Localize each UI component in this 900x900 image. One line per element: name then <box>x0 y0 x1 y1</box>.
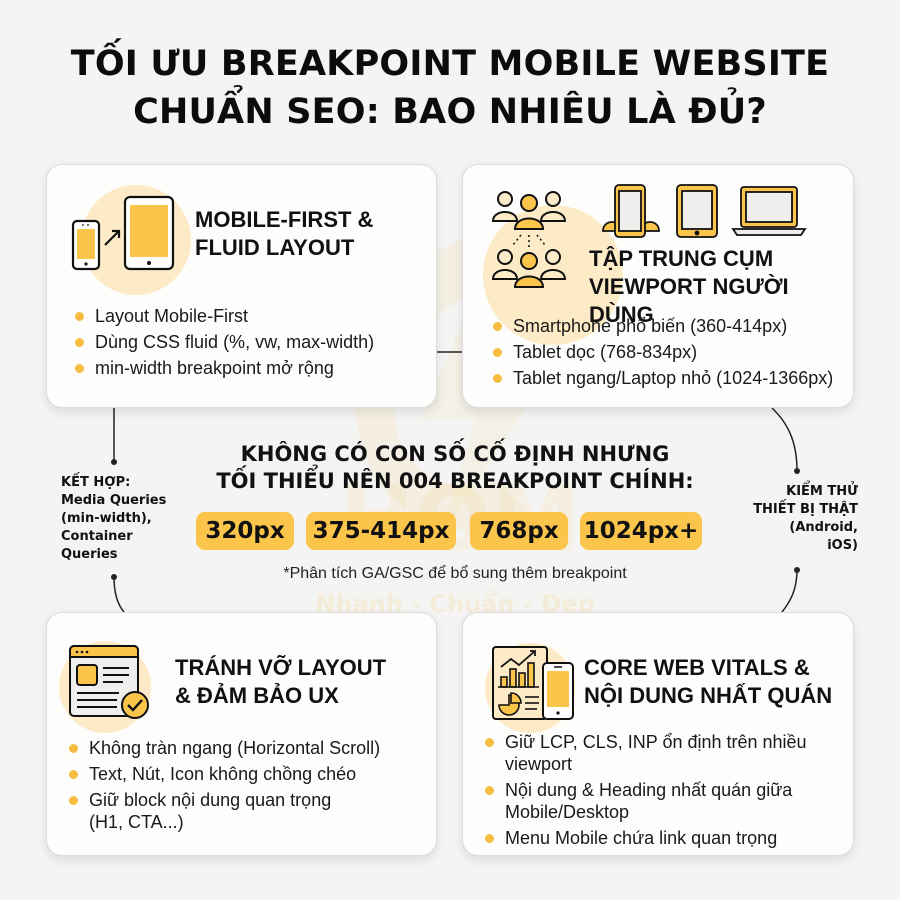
side-label-right: KIỂM THỬ THIẾT BỊ THẬT (Android, iOS) <box>753 484 858 553</box>
list-item: min-width breakpoint mở rộng <box>71 357 374 379</box>
devices-icon <box>602 184 807 238</box>
user-groups-icon <box>491 191 567 288</box>
title-line-2: CHUẨN SEO: BAO NHIÊU LÀ ĐỦ? <box>133 92 767 132</box>
bullet-list: Không tràn ngang (Horizontal Scroll) Tex… <box>65 737 430 837</box>
list-item: Menu Mobile chứa link quan trọng <box>481 827 821 849</box>
list-item: Nội dung & Heading nhất quán giữa Mobile… <box>481 779 821 823</box>
card-mobile-first: MOBILE-FIRST & FLUID LAYOUT Layout Mobil… <box>46 164 437 408</box>
list-item: Giữ LCP, CLS, INP ổn định trên nhiều vie… <box>481 731 821 775</box>
list-item: Tablet ngang/Laptop nhỏ (1024-1366px) <box>489 367 833 389</box>
list-item: Layout Mobile-First <box>71 305 374 327</box>
breakpoint-pill: 320px <box>196 512 294 550</box>
breakpoint-pill: 1024px+ <box>580 512 702 550</box>
card-title: MOBILE-FIRST & FLUID LAYOUT <box>195 207 374 260</box>
list-item: Text, Nút, Icon không chồng chéo <box>65 763 430 785</box>
page-title: TỐI ƯU BREAKPOINT MOBILE WEBSITE CHUẨN S… <box>0 40 900 136</box>
analytics-phone-icon <box>492 646 574 720</box>
list-item: Dùng CSS fluid (%, vw, max-width) <box>71 331 374 353</box>
breakpoint-pill: 375-414px <box>306 512 456 550</box>
bullet-list: Layout Mobile-First Dùng CSS fluid (%, v… <box>71 305 374 383</box>
title-line-1: TỐI ƯU BREAKPOINT MOBILE WEBSITE <box>70 44 830 84</box>
browser-window-check-icon <box>69 645 149 719</box>
card-avoid-broken-layout: TRÁNH VỠ LAYOUT & ĐẢM BẢO UX Không tràn … <box>46 612 437 856</box>
side-label-left: KẾT HỢP: Media Queries (min-width), Cont… <box>61 475 167 562</box>
card-title: CORE WEB VITALS & NỘI DUNG NHẤT QUÁN <box>584 655 833 708</box>
card-title: TẬP TRUNG CỤM VIEWPORT NGƯỜI DÙNG <box>589 246 789 327</box>
bullet-list: Smartphone phổ biến (360-414px) Tablet d… <box>489 315 833 393</box>
list-item: Giữ block nội dung quan trọng (H1, CTA..… <box>65 789 365 833</box>
center-headline: KHÔNG CÓ CON SỐ CỐ ĐỊNH NHƯNG TỐI THIỂU … <box>216 442 694 493</box>
card-core-web-vitals: CORE WEB VITALS & NỘI DUNG NHẤT QUÁN Giữ… <box>462 612 854 856</box>
list-item: Tablet dọc (768-834px) <box>489 341 833 363</box>
breakpoint-pill: 768px <box>470 512 568 550</box>
card-title: TRÁNH VỠ LAYOUT & ĐẢM BẢO UX <box>175 655 387 708</box>
list-item: Không tràn ngang (Horizontal Scroll) <box>65 737 430 759</box>
phone-to-tablet-icon <box>71 195 175 271</box>
list-item: Smartphone phổ biến (360-414px) <box>489 315 833 337</box>
card-viewport-clusters: TẬP TRUNG CỤM VIEWPORT NGƯỜI DÙNG Smartp… <box>462 164 854 408</box>
bullet-list: Giữ LCP, CLS, INP ổn định trên nhiều vie… <box>481 731 821 853</box>
footnote: *Phân tích GA/GSC để bổ sung thêm breakp… <box>283 565 627 582</box>
